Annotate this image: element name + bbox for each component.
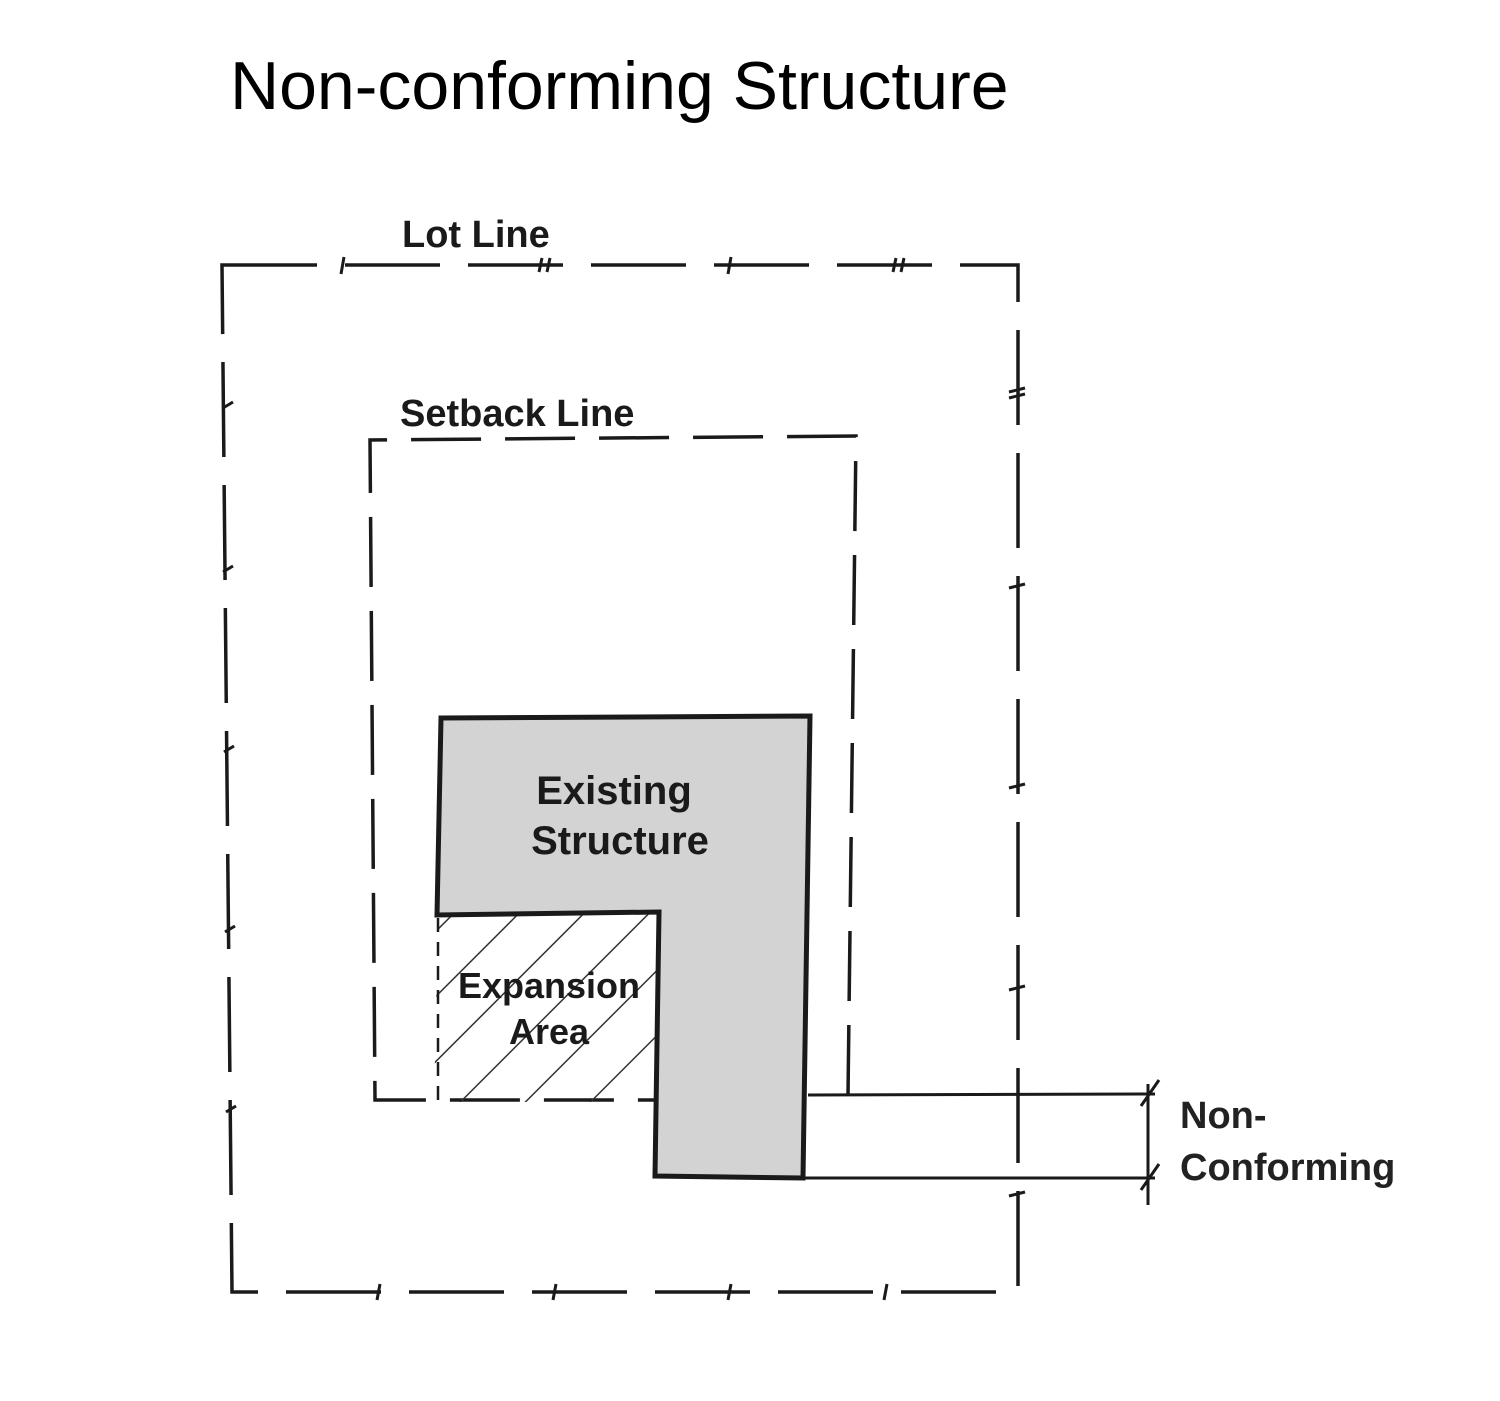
lot-line [220,256,1026,1301]
existing-structure [434,713,813,1181]
non-conforming-label-line1: Non- [1180,1095,1267,1137]
expansion-area-label-line2: Area [509,1011,590,1052]
lot-line-label: Lot Line [402,214,550,256]
expansion-area-label-line1: Expansion [458,965,640,1006]
expansion-area [434,912,660,1102]
existing-structure-label-line1: Existing [536,769,692,813]
page-title: Non-conforming Structure [230,48,1009,124]
non-conforming-label-line2: Conforming [1180,1147,1395,1189]
existing-structure-label-line2: Structure [531,819,709,863]
non-conforming-dimension [803,1079,1161,1205]
setback-line-label: Setback Line [400,393,634,435]
